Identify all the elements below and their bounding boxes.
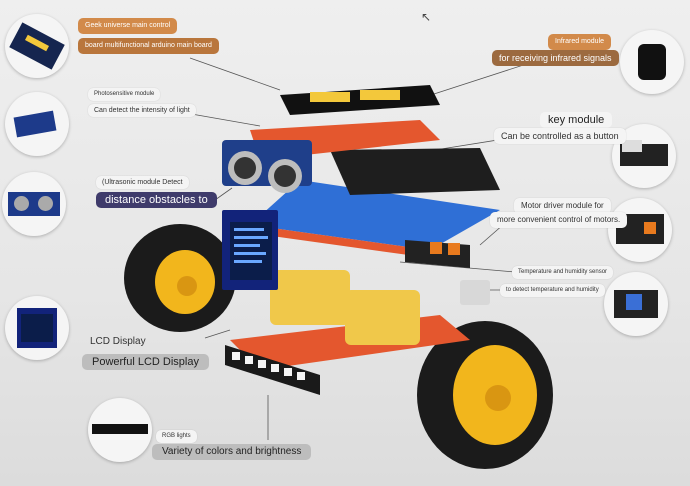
- battery: [330, 148, 500, 195]
- key-module-title: key module: [540, 112, 613, 128]
- thumb-lcd: [5, 296, 69, 360]
- right-wheel: [417, 321, 553, 469]
- infrared-title: Infrared module: [548, 34, 612, 50]
- thumb-temp-sensor: [604, 272, 668, 336]
- lcd-title: LCD Display: [90, 336, 146, 347]
- ultrasonic-title: (Ultrasonic module Detect: [96, 176, 189, 189]
- motor-driver-module: [405, 240, 470, 268]
- lcd-module: [222, 210, 278, 290]
- blue-board: [250, 180, 500, 250]
- lcd-subtitle: Powerful LCD Display: [82, 354, 209, 370]
- temp-sensor-title: Temperature and humidity sensor: [512, 266, 614, 279]
- left-wheel: [124, 224, 236, 332]
- photosensitive-title: Photosensitive module: [88, 88, 161, 101]
- temp-sensor: [460, 280, 490, 305]
- rgb-subtitle: Variety of colors and brightness: [152, 444, 312, 460]
- photosensitive-subtitle: Can detect the intensity of light: [88, 104, 196, 117]
- motor-driver-title: Motor driver module for: [514, 198, 611, 214]
- key-module-subtitle: Can be controlled as a button: [494, 128, 626, 144]
- infrared-subtitle: for receiving infrared signals: [492, 50, 619, 66]
- cursor-arrow-icon: ↖: [421, 10, 432, 24]
- main-board: [280, 85, 440, 115]
- ultrasonic-subtitle: distance obstacles to: [96, 192, 217, 208]
- thumb-motor-driver: [608, 198, 672, 262]
- thumb-infrared: [620, 30, 684, 94]
- motor-driver-subtitle: more convenient control of motors.: [490, 212, 628, 228]
- rgb-title: RGB lights: [156, 430, 197, 443]
- thumb-photosensitive: [5, 92, 69, 156]
- temp-sensor-subtitle: to detect temperature and humidity: [500, 284, 605, 297]
- motor-right: [345, 290, 420, 345]
- motor-left: [270, 270, 350, 325]
- thumb-rgb: [88, 398, 152, 462]
- main-board-subtitle: board multifunctional arduino main board: [78, 38, 219, 54]
- main-board-title: Geek universe main control: [78, 18, 178, 34]
- ultrasonic-sensor: [222, 140, 312, 193]
- thumb-main-board: [5, 14, 69, 78]
- rgb-strip: [225, 345, 320, 395]
- thumb-ultrasonic: [2, 172, 66, 236]
